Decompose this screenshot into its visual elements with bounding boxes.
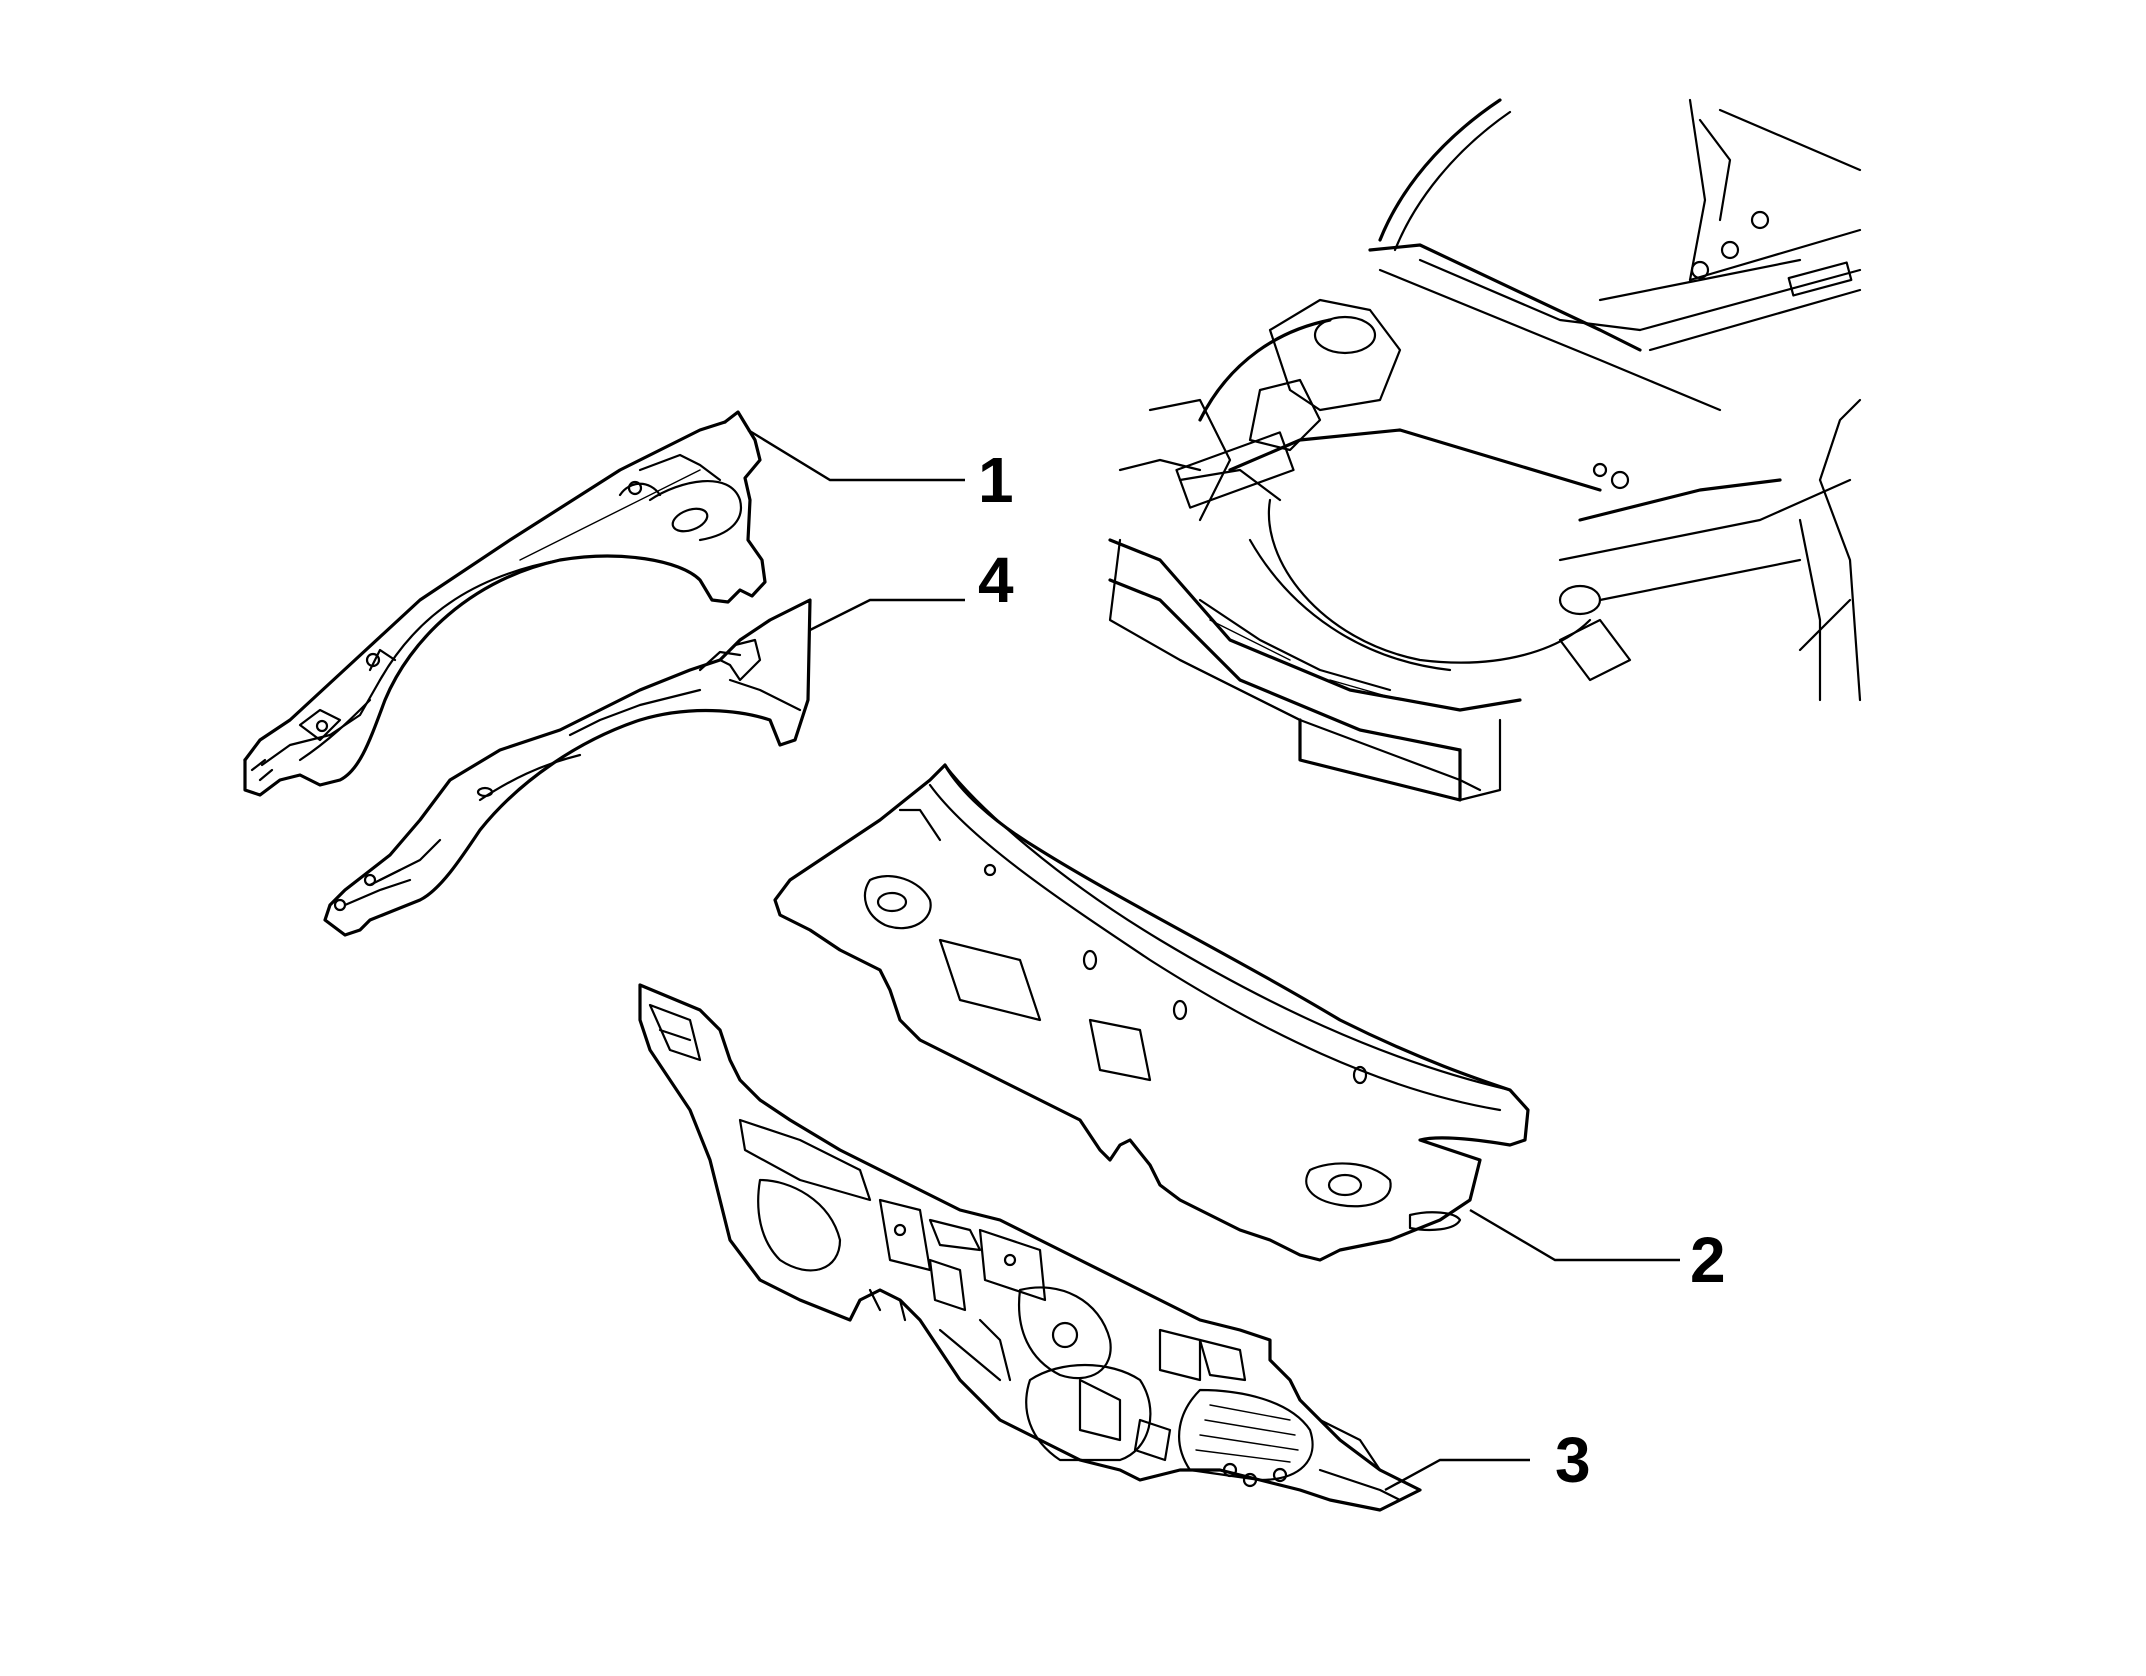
callout-label-1: 1 bbox=[978, 444, 1014, 516]
inner-wheel-arch-liner bbox=[323, 598, 812, 937]
leader-line-2 bbox=[1469, 1208, 1680, 1262]
callout-label-3: 3 bbox=[1555, 1424, 1591, 1496]
leader-line-4 bbox=[809, 598, 965, 632]
callout-labels: 1 4 2 3 bbox=[978, 444, 1726, 1496]
upper-cowl-panel bbox=[773, 763, 1530, 1262]
leader-line-1 bbox=[747, 428, 965, 482]
leader-line-3 bbox=[1384, 1458, 1530, 1492]
front-fender bbox=[243, 410, 767, 797]
callout-label-2: 2 bbox=[1690, 1224, 1726, 1296]
dash-firewall-panel bbox=[638, 983, 1422, 1512]
vehicle-body-front-structure bbox=[1108, 98, 1862, 802]
leader-lines bbox=[747, 428, 1680, 1492]
callout-label-4: 4 bbox=[978, 544, 1014, 616]
